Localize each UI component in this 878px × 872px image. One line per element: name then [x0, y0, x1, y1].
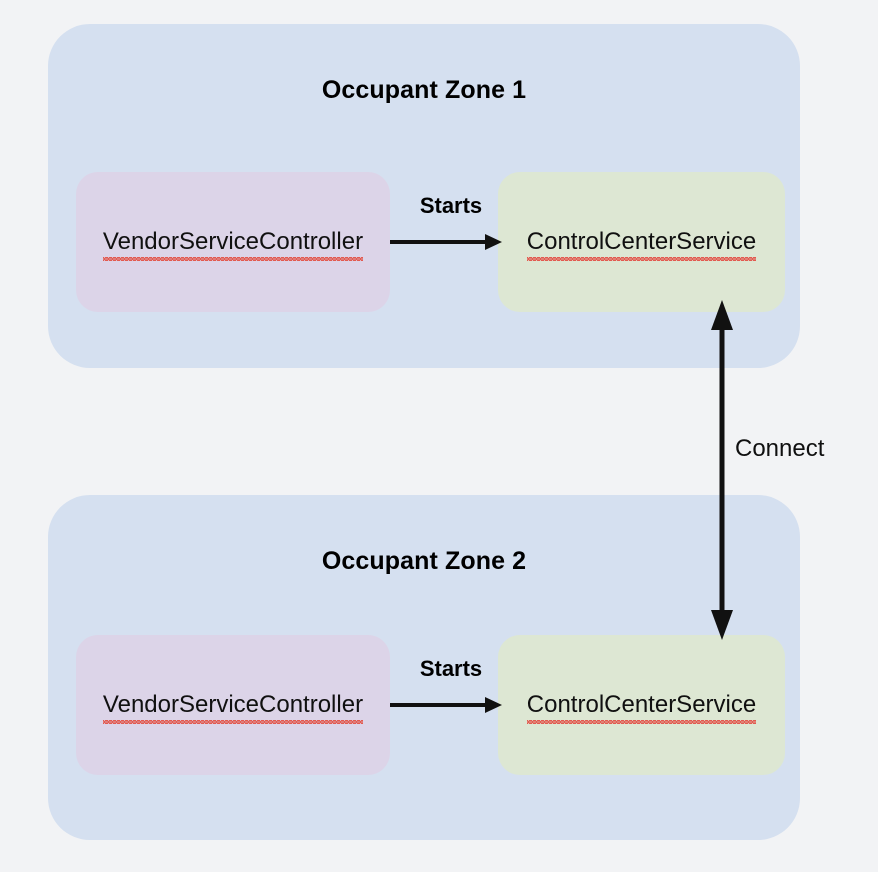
zone-1-vendor-service-controller-label: VendorServiceController — [102, 228, 364, 261]
zone-2-vendor-service-controller-node[interactable]: VendorServiceController — [76, 635, 390, 775]
zone-2-starts-edge-label: Starts — [419, 656, 483, 681]
connect-edge-label: Connect — [735, 435, 825, 462]
zone-1-starts-arrow-icon — [390, 234, 502, 250]
zone-1-vendor-service-controller-node[interactable]: VendorServiceController — [76, 172, 390, 312]
zone-2-control-center-service-label: ControlCenterService — [526, 691, 757, 724]
zone-2-control-center-service-node[interactable]: ControlCenterService — [498, 635, 785, 775]
occupant-zone-2-container: Occupant Zone 2 VendorServiceController … — [48, 495, 800, 840]
connect-bidirectional-arrow-icon — [711, 300, 733, 640]
zone-1-control-center-service-label: ControlCenterService — [526, 228, 757, 261]
zone-1-starts-edge-label: Starts — [419, 193, 483, 218]
zone-1-title: Occupant Zone 1 — [321, 76, 527, 104]
zone-2-title: Occupant Zone 2 — [321, 547, 527, 575]
zone-2-vendor-service-controller-label: VendorServiceController — [102, 691, 364, 724]
zone-2-starts-arrow-icon — [390, 697, 502, 713]
occupant-zone-1-container: Occupant Zone 1 VendorServiceController … — [48, 24, 800, 368]
zone-1-control-center-service-node[interactable]: ControlCenterService — [498, 172, 785, 312]
